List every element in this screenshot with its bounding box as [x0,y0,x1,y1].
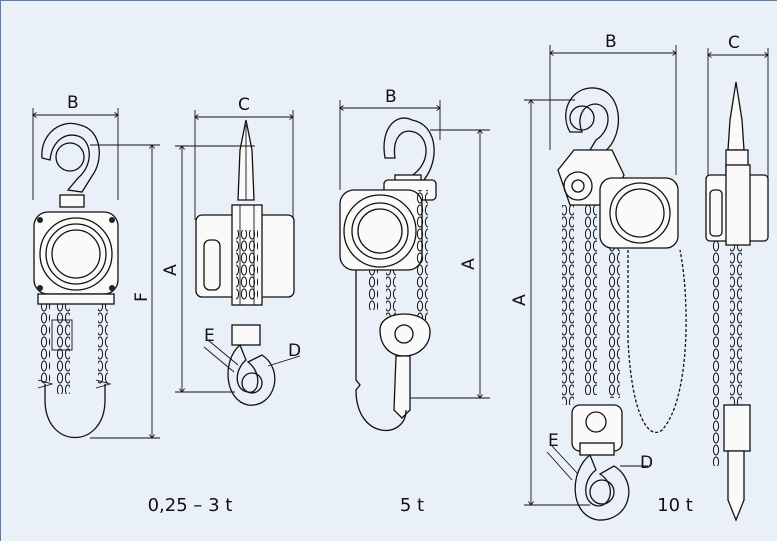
hoist-1-dim-A: A [161,264,181,276]
hoist-1-front-view [33,108,160,438]
hoist-3-side-view [705,48,768,522]
hoist-1-dim-E: E [204,326,215,346]
hoist-1-side-view [175,110,301,406]
hoist-3-dim-C: C [728,33,740,53]
hoist-2-dim-B: B [385,87,397,107]
hoist-1-dim-B: B [67,93,79,113]
hoist-3-dim-D: D [640,453,653,473]
hoist-3-dim-B: B [605,32,617,52]
hoist-1-dim-F: F [132,292,152,302]
hoist-3-dim-A: A [510,294,530,306]
hoist-3-dim-E: E [548,431,559,451]
hoist-1-capacity: 0,25 – 3 t [148,495,233,516]
hoist-2-dim-A: A [459,258,479,270]
hoist-2-front-view [340,100,490,432]
hoist-3-front-view [524,45,687,521]
hoist-3-capacity: 10 t [657,495,693,516]
hoist-1-dim-C: C [238,95,250,115]
hoist-1-dim-D: D [288,341,301,361]
hoist-2-capacity: 5 t [400,495,424,516]
